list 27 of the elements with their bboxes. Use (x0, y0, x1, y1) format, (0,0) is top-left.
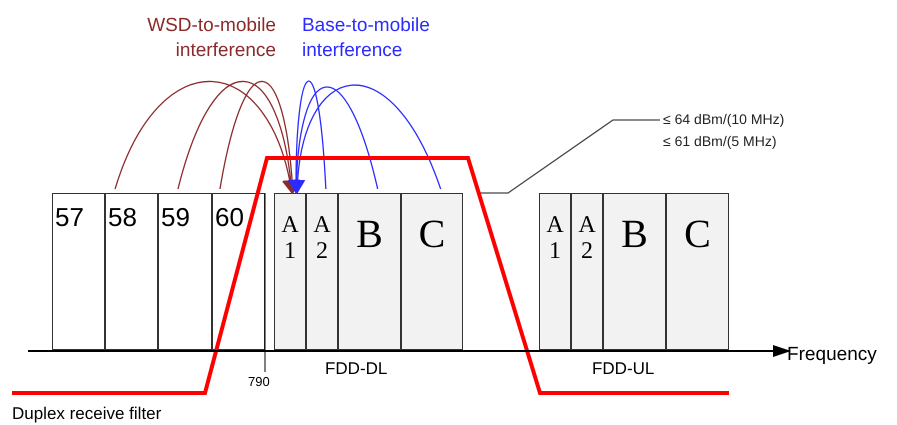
filter-label: Duplex receive filter (12, 403, 162, 425)
sub-block-box: A 2 (571, 193, 603, 350)
band-label: FDD-UL (592, 358, 654, 380)
block-box: B (603, 193, 666, 350)
block-box: C (401, 193, 463, 350)
channel-box: 58 (105, 193, 158, 350)
sub-block-box: A 1 (539, 193, 571, 350)
interference-arrow (288, 81, 326, 194)
axis-label: Frequency (787, 343, 877, 367)
block-box: C (666, 193, 729, 350)
channel-box: 57 (52, 193, 105, 350)
frequency-value: 790 (248, 374, 270, 391)
channel-box: 59 (158, 193, 212, 350)
interference-arrow (177, 81, 298, 194)
interference-arrow (288, 86, 378, 194)
interference-arrow (219, 81, 300, 194)
sub-block-box: A 1 (274, 193, 306, 350)
power-limit-text: ≤ 64 dBm/(10 MHz) (663, 110, 784, 129)
block-box: B (338, 193, 401, 350)
interference-label: Base-to-mobile interference (302, 14, 431, 63)
interference-label: WSD-to-mobile interference (146, 14, 276, 63)
sub-block-box: A 2 (306, 193, 338, 350)
channel-box: 60 (212, 193, 265, 350)
power-limit-text: ≤ 61 dBm/(5 MHz) (663, 132, 778, 151)
interference-arrow (114, 81, 297, 194)
leader-line (480, 119, 660, 194)
band-label: FDD-DL (325, 358, 388, 380)
